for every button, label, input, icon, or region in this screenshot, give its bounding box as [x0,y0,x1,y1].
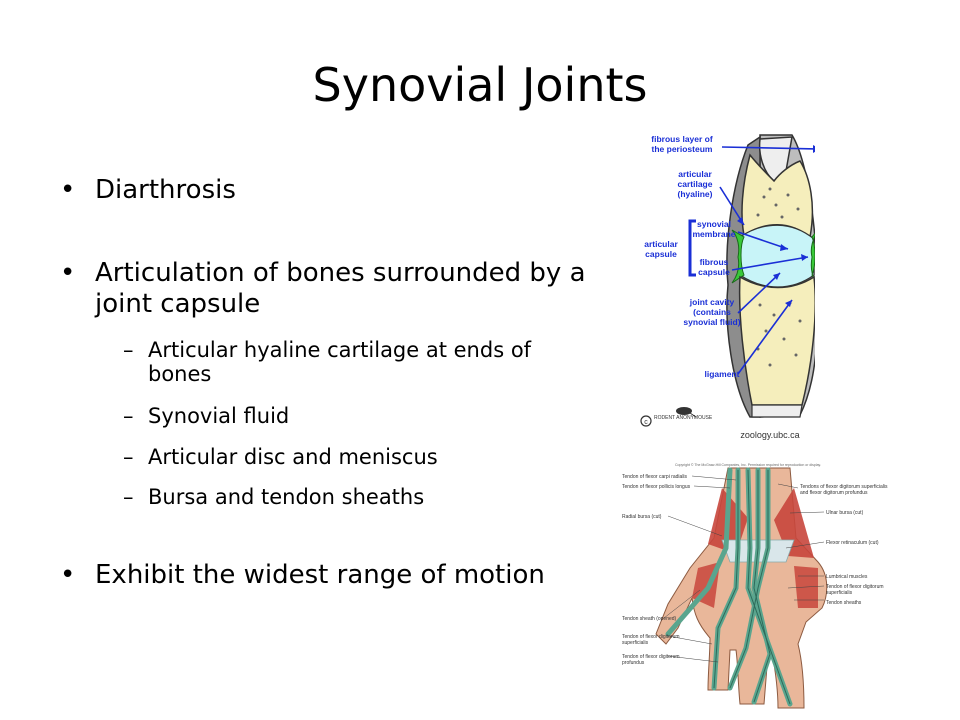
label-joint-cavity: joint cavity [689,297,735,307]
sub-bullet-marker: – [123,404,134,428]
label-fibrous-capsule: capsule [698,267,730,277]
hand-label: Tendon sheaths [826,600,862,606]
hand-label: Tendons of flexor digitorum superficiali… [800,484,888,490]
spongy-bone-texture [756,187,802,367]
hand-label: Tendon of flexor digitorum [622,654,680,660]
label-fibrous-capsule: fibrous [700,257,729,267]
label-articular-cartilage: cartilage [678,179,713,189]
label-fibrous-layer: the periosteum [652,144,713,154]
label-synovial-membrane: membrane [693,229,736,239]
bullet-marker: • [60,560,76,590]
bullet-text: Exhibit the widest range of motion [95,560,545,590]
label-articular-cartilage: articular [678,169,712,179]
label-articular-capsule: articular [644,239,678,249]
sub-bullet-text: Synovial fluid [148,404,290,428]
hand-label: superficialis [826,590,853,596]
hand-label: Radial bursa (cut) [622,514,662,520]
hand-right-labels: Tendons of flexor digitorum superficiali… [800,484,888,606]
synovial-joint-diagram: fibrous layer of the periosteum articula… [640,134,815,440]
bullet-text: Articulation of bones surrounded by a jo… [95,258,586,319]
arrow-heads [737,145,815,307]
image-credit: zoology.ubc.ca [740,430,799,440]
sub-bullet-marker: – [123,445,134,469]
tendon-outlines [713,469,791,705]
label-joint-cavity: synovial fluid) [683,317,740,327]
label-arrows [719,146,815,375]
bullet-marker: • [60,175,76,205]
label-ligament: ligament [705,369,740,379]
logo-text: RODENT ANONYMOUSE [654,415,713,421]
label-articular-capsule: capsule [645,249,677,259]
hand-label: Tendon of flexor digitorum [826,584,884,590]
hand-label: Tendon of flexor pollicis longus [622,484,691,490]
label-synovial-membrane: synovial [697,219,731,229]
hand-label: superficialis [622,640,649,646]
synovial-membrane-left [731,229,745,284]
hand-tendon-diagram: Copyright © The McGraw-Hill Companies, I… [622,463,888,709]
joint-labels: fibrous layer of the periosteum articula… [644,134,741,379]
rodent-logo: c RODENT ANONYMOUSE [640,407,713,427]
hand-label: Tendon of flexor digitorum [622,634,680,640]
slide-title: Synovial Joints [312,58,648,112]
label-fibrous-layer: fibrous layer of [651,134,713,144]
hand-label: Lumbrical muscles [826,574,868,580]
hand-label: profundus [622,660,645,666]
lower-bone [738,275,815,406]
label-joint-cavity: (contains [693,307,731,317]
bullet-marker: • [60,258,76,288]
joint-cavity-shape [739,224,815,288]
sub-bullet-text: Articular disc and meniscus [148,445,438,469]
hand-label: Tendon sheath (opened) [622,616,677,622]
hand-label: Ulnar bursa (cut) [826,510,864,516]
copyright-text: Copyright © The McGraw-Hill Companies, I… [675,463,821,467]
hand-left-labels: Tendon of flexor carpi radialis Tendon o… [622,474,691,666]
hand-label: and flexor digitorum profundus [800,490,868,496]
leader-lines [663,475,825,663]
hand-label: Flexor retinaculum (cut) [826,540,879,546]
lower-bone-cut [751,404,803,418]
hand-label: Tendon of flexor carpi radialis [622,474,688,480]
sub-bullet-text: Bursa and tendon sheaths [148,485,425,509]
sub-bullet-marker: – [123,485,134,509]
svg-text:c: c [644,419,648,426]
bullet-text: Diarthrosis [95,175,236,205]
label-articular-cartilage: (hyaline) [678,189,713,199]
sub-bullet-text: Articular hyaline cartilage at ends of b… [148,338,532,386]
capsule-bracket [688,219,696,277]
sub-bullet-marker: – [123,338,134,362]
